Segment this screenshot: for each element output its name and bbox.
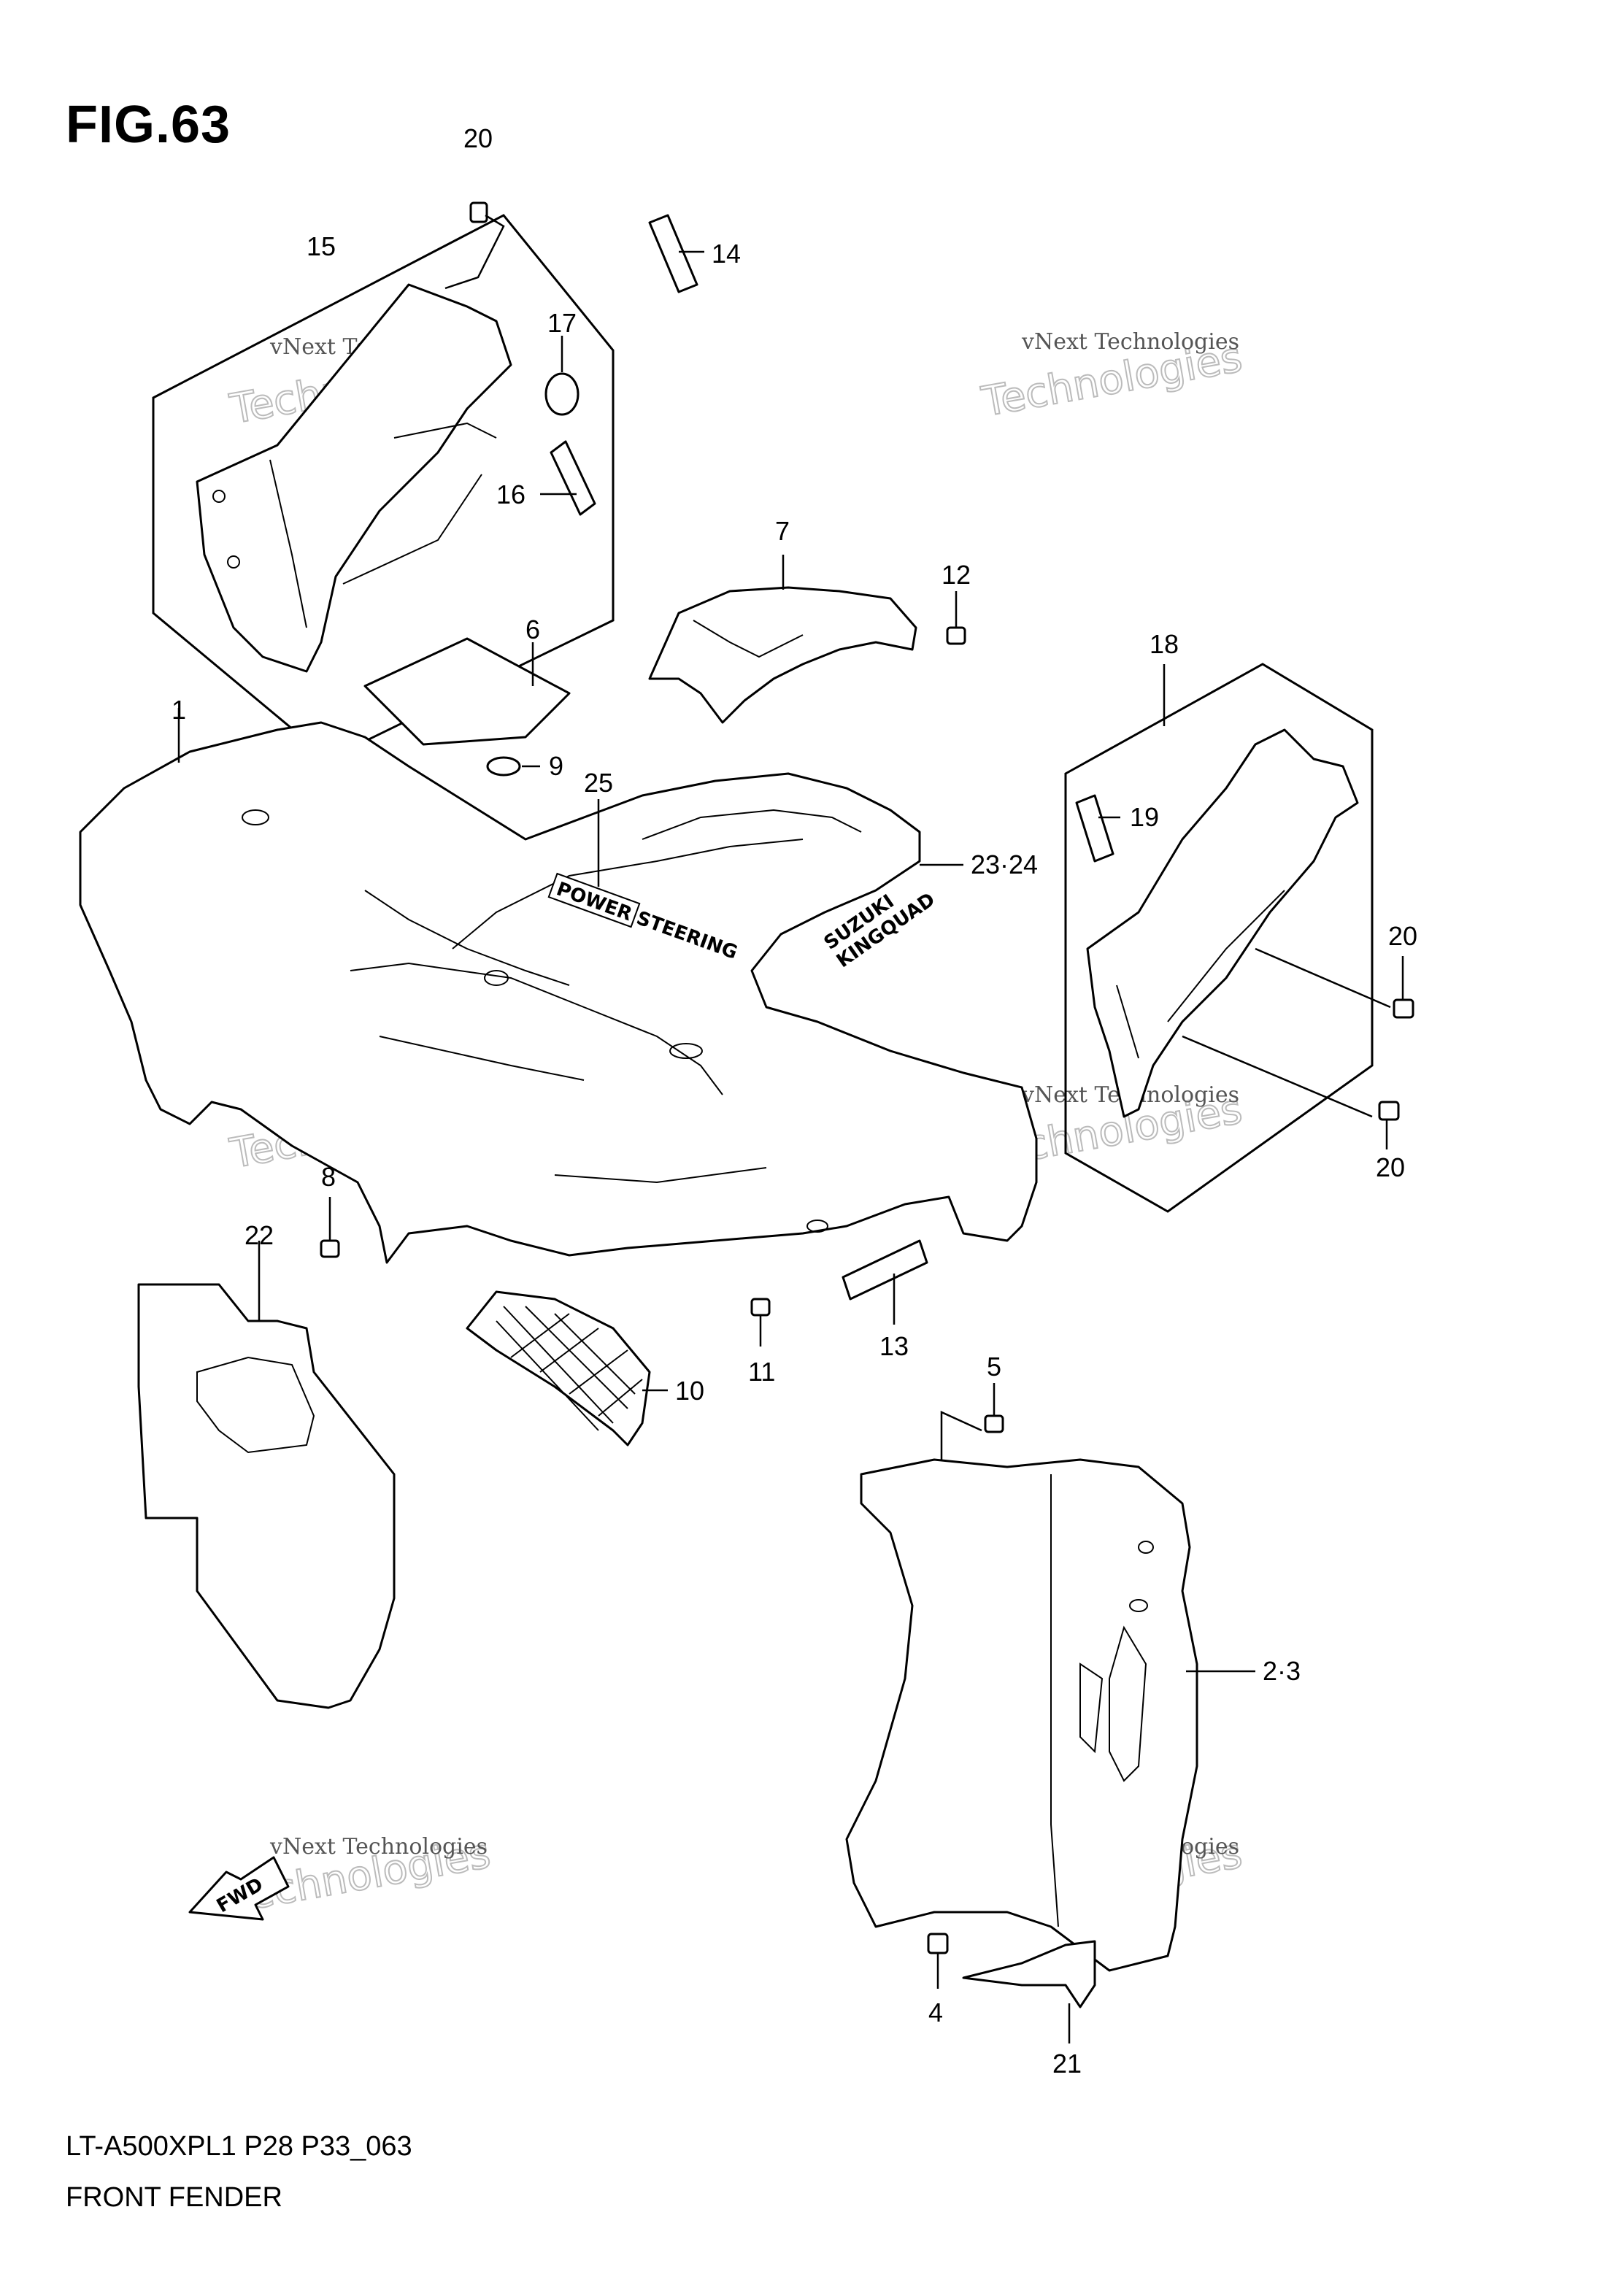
part-20-right-upper-screw bbox=[1255, 947, 1414, 1019]
part-20-right-lower-screw bbox=[1182, 1035, 1400, 1149]
callout-20-top: 20 bbox=[463, 123, 493, 153]
callout-labels: 20 15 14 17 16 7 12 6 18 1 9 25 19 23·24… bbox=[172, 123, 1417, 2079]
callout-16: 16 bbox=[496, 479, 525, 509]
part-20-top-screw bbox=[444, 201, 505, 290]
part-8-screw bbox=[320, 1197, 340, 1258]
part-16-cushion bbox=[540, 440, 596, 516]
callout-21: 21 bbox=[1052, 2049, 1082, 2079]
callout-22: 22 bbox=[245, 1220, 274, 1250]
part-18-group bbox=[1064, 663, 1374, 1213]
svg-text:vNext Technologies: vNext Technologies bbox=[1021, 329, 1239, 355]
callout-20-right-lower: 20 bbox=[1376, 1152, 1405, 1182]
part-5-screw bbox=[940, 1383, 1004, 1503]
part-13-tape bbox=[842, 1239, 928, 1325]
callout-19: 19 bbox=[1130, 802, 1159, 832]
part-15-side-panel bbox=[196, 283, 512, 673]
figure-title: FIG.63 bbox=[66, 96, 231, 154]
callout-18: 18 bbox=[1150, 629, 1179, 659]
callout-25: 25 bbox=[584, 768, 613, 798]
callout-13: 13 bbox=[879, 1331, 909, 1361]
part-18-kit-box bbox=[1064, 663, 1374, 1213]
callout-8: 8 bbox=[321, 1162, 336, 1192]
svg-text:vNext Technologies: vNext Technologies bbox=[269, 1834, 488, 1860]
figure-name: FRONT FENDER bbox=[66, 2182, 282, 2213]
part-12-screw bbox=[946, 591, 966, 645]
callout-7: 7 bbox=[775, 516, 790, 546]
part-11-screw bbox=[750, 1298, 771, 1347]
part-1-front-fender: POWER STEERING SUZUKI KINGQUAD bbox=[79, 708, 1038, 1264]
callout-10: 10 bbox=[675, 1376, 704, 1406]
part-7-cover bbox=[648, 555, 917, 724]
callout-23-24: 23·24 bbox=[971, 850, 1038, 879]
callout-2-3: 2·3 bbox=[1263, 1656, 1301, 1686]
callout-17: 17 bbox=[547, 308, 577, 338]
part-2-3-mud-guard bbox=[845, 1458, 1255, 1972]
part-9-grommet bbox=[486, 756, 540, 777]
callout-15: 15 bbox=[307, 231, 336, 261]
callout-4: 4 bbox=[928, 1998, 943, 2027]
callout-1: 1 bbox=[172, 695, 186, 725]
part-15-group bbox=[152, 214, 615, 760]
part-21-guard bbox=[962, 1940, 1096, 2043]
part-19-cushion bbox=[1075, 794, 1120, 863]
part-17-spacer bbox=[544, 336, 580, 416]
callout-11: 11 bbox=[748, 1357, 775, 1387]
watermark-top-right: Technologies vNext Technologies bbox=[977, 329, 1247, 427]
part-6-plate bbox=[363, 637, 571, 746]
fwd-arrow: FWD bbox=[188, 1856, 290, 1921]
figure-code: LT-A500XPL1 P28 P33_063 bbox=[66, 2131, 412, 2162]
callout-20-right-upper: 20 bbox=[1388, 921, 1417, 951]
callout-5: 5 bbox=[987, 1352, 1001, 1382]
callout-9: 9 bbox=[549, 751, 563, 781]
part-14-cushion bbox=[648, 214, 704, 293]
part-15-kit-box bbox=[152, 214, 615, 760]
part-4-screw bbox=[927, 1933, 949, 1989]
part-22-under-cover bbox=[137, 1241, 396, 1709]
callout-6: 6 bbox=[525, 615, 540, 644]
callout-12: 12 bbox=[942, 560, 971, 590]
part-10-grille bbox=[466, 1290, 668, 1446]
part-18-side-panel bbox=[1086, 728, 1359, 1118]
callout-14: 14 bbox=[712, 239, 741, 269]
